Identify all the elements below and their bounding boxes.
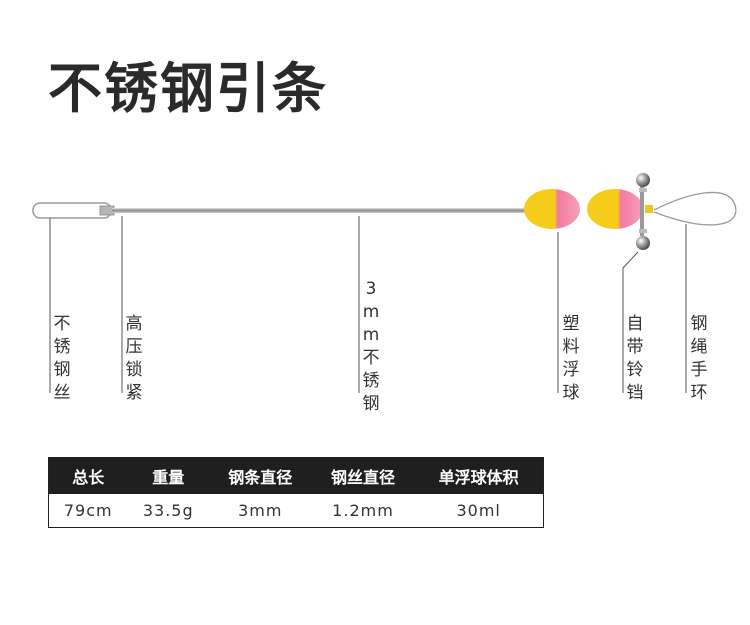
header-rod-diameter: 钢条直径 [208, 457, 312, 494]
float-1 [524, 189, 580, 229]
label-rope-loop: 钢绳手环 [690, 314, 708, 403]
bell-swivel [636, 173, 653, 250]
wire-rope-loop [653, 191, 737, 226]
label-float: 塑料浮球 [562, 314, 580, 403]
value-total-length: 79cm [63, 501, 113, 520]
leader-line-bell [622, 251, 639, 393]
spec-header-row: 总长 重量 钢条直径 钢丝直径 单浮球体积 [48, 457, 544, 494]
float-2 [587, 189, 643, 229]
value-rod-diameter: 3mm [238, 501, 283, 520]
header-wire-diameter: 钢丝直径 [311, 457, 415, 494]
spec-table: 总长 重量 钢条直径 钢丝直径 单浮球体积 79cm 33.5g 3mm 1.2… [48, 457, 544, 528]
value-float-volume: 30ml [456, 501, 501, 520]
value-weight: 33.5g [142, 501, 194, 520]
stainless-wire-loop [32, 202, 115, 219]
label-stainless-wire: 不锈钢丝 [53, 314, 71, 403]
header-total-length: 总长 [48, 457, 128, 494]
label-steel-rod: 3mm不锈钢 [362, 279, 380, 414]
label-lock-sleeve: 高压锁紧 [125, 314, 143, 403]
label-bell: 自带铃铛 [626, 314, 644, 403]
steel-rod [112, 208, 532, 213]
value-wire-diameter: 1.2mm [332, 501, 394, 520]
page-title: 不锈钢引条 [48, 57, 328, 120]
header-float-volume: 单浮球体积 [414, 457, 544, 494]
header-weight: 重量 [127, 457, 209, 494]
spec-value-row: 79cm 33.5g 3mm 1.2mm 30ml [49, 494, 544, 528]
